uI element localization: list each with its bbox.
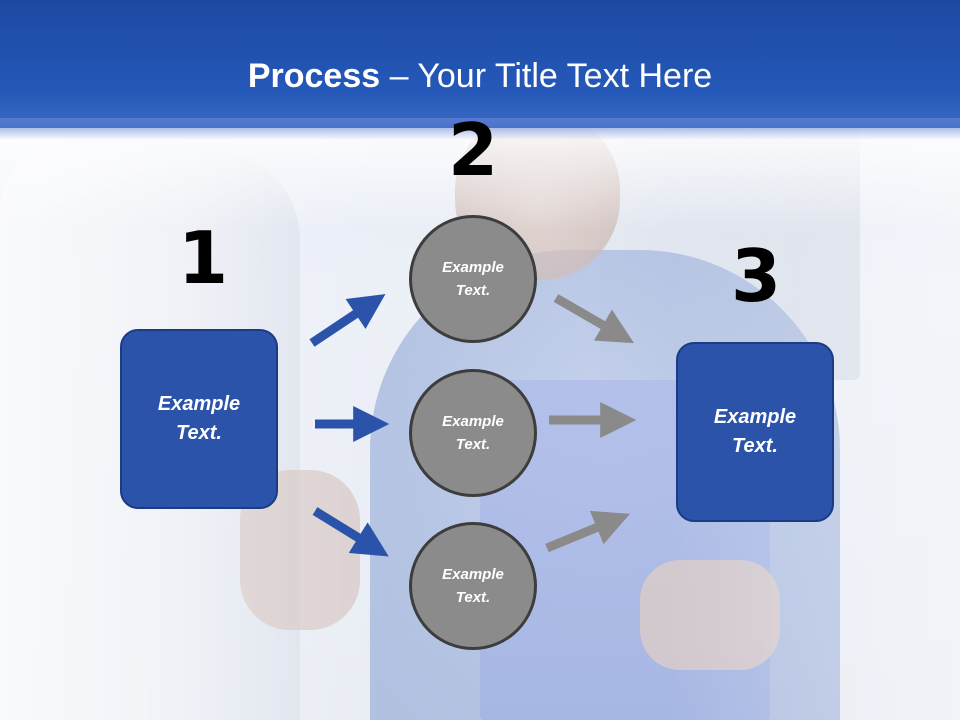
step-box-right-line2: Text. — [732, 435, 778, 457]
step-number-1: 1 — [178, 216, 229, 300]
step-box-right: Example Text. — [676, 342, 834, 522]
step-number-3: 3 — [731, 234, 782, 318]
step-circle-top-line2: Text. — [455, 282, 491, 299]
step-circle-bottom-label: Example Text. — [442, 563, 504, 609]
step-box-left-label: Example Text. — [144, 390, 254, 448]
title-banner — [0, 0, 960, 128]
title-rest: – Your Title Text Here — [380, 57, 713, 95]
arrow-gray-up — [545, 510, 630, 553]
step-circle-middle: Example Text. — [409, 369, 537, 497]
step-circle-middle-line2: Text. — [455, 436, 491, 453]
page-title: Process – Your Title Text Here — [0, 56, 960, 96]
step-circle-middle-label: Example Text. — [442, 410, 504, 456]
arrow-blue-up — [309, 294, 386, 347]
arrow-gray-down — [553, 294, 635, 344]
step-circle-bottom-line2: Text. — [455, 589, 491, 606]
step-circle-top-line1: Example — [442, 259, 504, 276]
step-box-right-label: Example Text. — [700, 403, 810, 461]
title-banner-fade — [0, 118, 960, 140]
step-circle-middle-line1: Example — [442, 413, 504, 430]
step-circle-bottom: Example Text. — [409, 522, 537, 650]
step-circle-bottom-line1: Example — [442, 566, 504, 583]
step-box-right-line1: Example — [713, 406, 797, 428]
step-box-left-line2: Text. — [176, 422, 222, 444]
step-box-left-line1: Example — [157, 393, 241, 415]
step-number-2: 2 — [448, 108, 499, 192]
title-bold: Process — [247, 57, 381, 95]
arrow-blue-down — [312, 507, 389, 557]
step-circle-top: Example Text. — [409, 215, 537, 343]
step-circle-top-label: Example Text. — [442, 256, 504, 302]
step-box-left: Example Text. — [120, 329, 278, 509]
